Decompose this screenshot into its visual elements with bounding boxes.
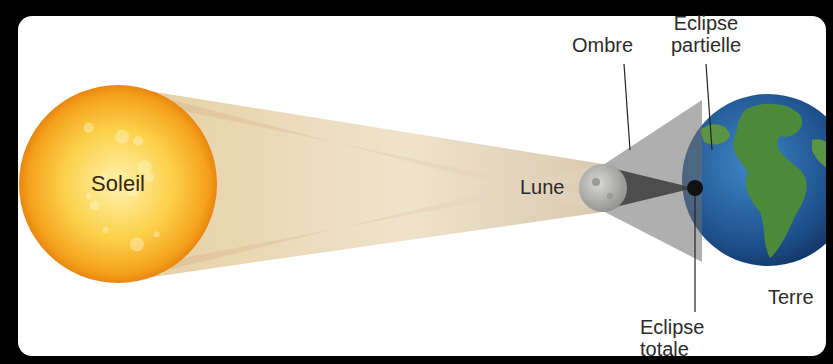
part-label: Ombre xyxy=(572,34,633,56)
sun-flare xyxy=(130,237,144,251)
continent xyxy=(812,139,826,168)
sun-flare xyxy=(86,193,92,199)
sun-flare xyxy=(133,136,143,146)
moon-crater xyxy=(607,193,613,199)
sun-flare xyxy=(154,231,160,237)
part-label: Eclipse totale xyxy=(640,316,726,360)
sun-flares xyxy=(84,123,160,252)
leader-line xyxy=(706,64,712,150)
sun-flare xyxy=(144,172,154,182)
leader-line xyxy=(624,64,630,150)
total-eclipse-spot xyxy=(687,180,703,196)
sun-node: Soleil xyxy=(19,85,217,283)
leader-line xyxy=(694,196,695,312)
part-label: Terre xyxy=(768,286,814,308)
sun-circle xyxy=(19,85,217,283)
sun-flare xyxy=(103,227,109,233)
sun-flare xyxy=(84,123,94,133)
earth-globe xyxy=(682,94,826,266)
moon-crater xyxy=(592,178,600,186)
moon xyxy=(579,164,627,212)
continent xyxy=(700,124,730,144)
part-label: Lune xyxy=(520,176,565,198)
node-label: Soleil xyxy=(91,171,145,197)
sun-flare xyxy=(90,200,100,210)
continent xyxy=(733,104,806,258)
sun-flare xyxy=(115,130,129,144)
part-label: Eclipse partielle xyxy=(660,12,752,56)
